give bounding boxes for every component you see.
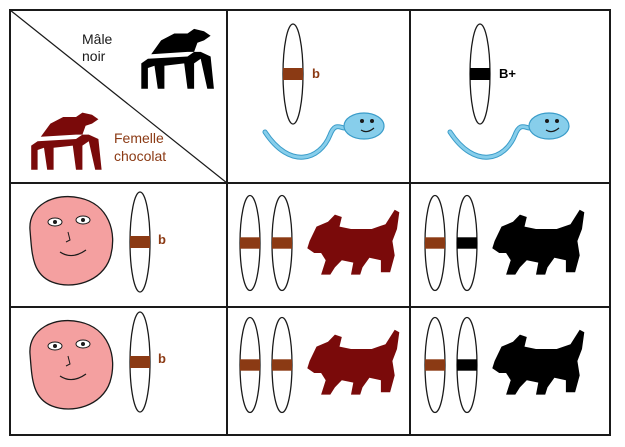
- chocolate-dog-icon: [31, 112, 102, 170]
- grid-border: [9, 9, 611, 436]
- offspring-r2c1: [239, 316, 400, 414]
- chromosome-r2c1-a: [239, 316, 261, 414]
- black-dog-icon: [141, 28, 214, 89]
- chromosome-r1c2-b: [456, 194, 478, 292]
- offspring-r2c2: [424, 316, 585, 414]
- sperm1-allele: b: [312, 66, 320, 81]
- chromosome-sperm2: [469, 23, 491, 125]
- header-diagonal: [9, 9, 228, 184]
- offspring-r1c1: [239, 194, 400, 292]
- sperm-icon-1: [262, 112, 385, 160]
- chromosome-sperm1: [282, 23, 304, 125]
- female-label-line1: Femelle: [114, 130, 164, 146]
- egg-icon-1: [29, 196, 114, 286]
- chocolate-puppy-icon: [307, 329, 400, 395]
- black-puppy-icon: [492, 329, 585, 395]
- female-label-line2: chocolat: [114, 148, 166, 164]
- chromosome-r1c2-a: [424, 194, 446, 292]
- egg-icon-2: [29, 320, 114, 410]
- chromosome-r2c2-b: [456, 316, 478, 414]
- male-label-line1: Mâle: [82, 31, 113, 47]
- chromosome-r1c1-a: [239, 194, 261, 292]
- black-puppy-icon: [492, 209, 585, 275]
- offspring-r1c2: [424, 194, 585, 292]
- sperm2-allele: B+: [499, 66, 516, 81]
- chromosome-r1c1-b: [271, 194, 293, 292]
- egg1-allele: b: [158, 232, 166, 247]
- chromosome-egg1: [129, 191, 151, 293]
- chromosome-r2c2-a: [424, 316, 446, 414]
- male-label-line2: noir: [82, 48, 106, 64]
- chromosome-r2c1-b: [271, 316, 293, 414]
- sperm-icon-2: [447, 112, 570, 160]
- egg2-allele: b: [158, 351, 166, 366]
- chocolate-puppy-icon: [307, 209, 400, 275]
- chromosome-egg2: [129, 311, 151, 413]
